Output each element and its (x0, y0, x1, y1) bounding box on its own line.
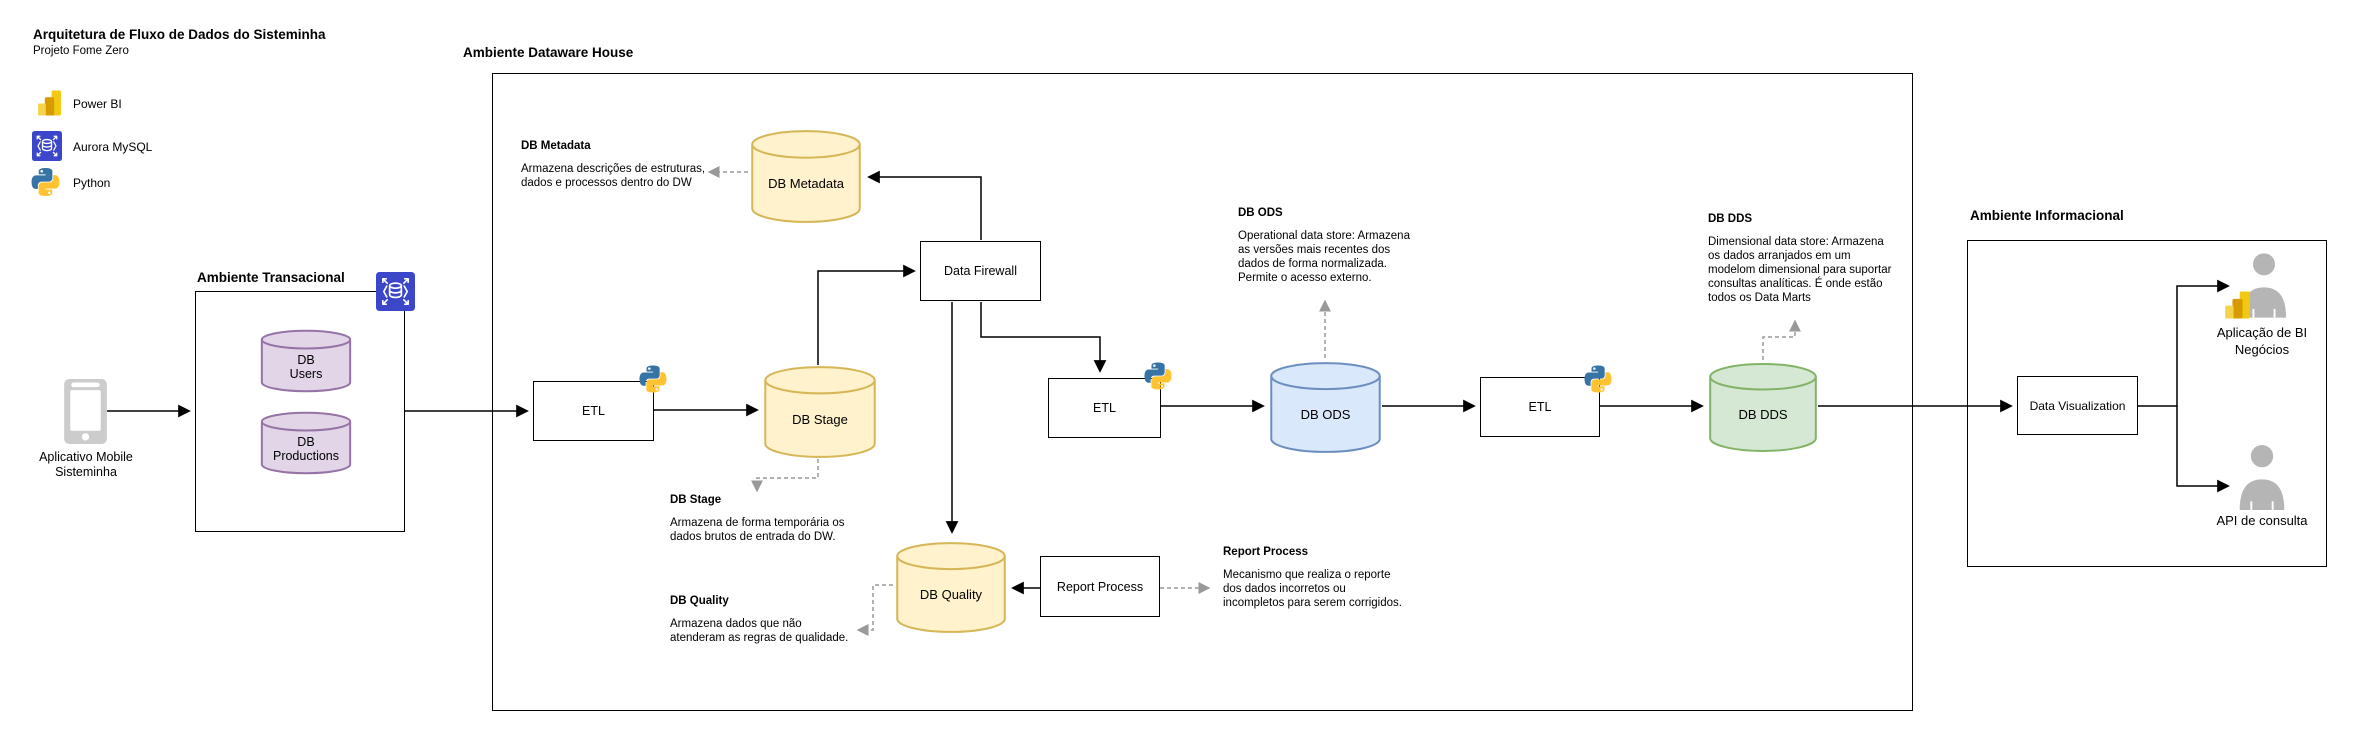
etl-2-label: ETL (1093, 401, 1116, 415)
db-quality-cylinder: DB Quality (895, 542, 1007, 633)
db-metadata-note-title: DB Metadata (521, 140, 591, 152)
db-stage-note-body: Armazena de forma temporária os dados br… (670, 517, 845, 543)
python-icon (30, 166, 61, 198)
db-metadata-note: DB Metadata Armazena descrições de estru… (521, 139, 716, 190)
db-quality-note-title: DB Quality (670, 595, 729, 607)
etl-2-box: ETL (1048, 378, 1161, 438)
db-users-label: DB Users (289, 352, 323, 381)
python-icon-etl2 (1143, 360, 1173, 392)
api-user-icon (2237, 444, 2287, 510)
legend-label-powerbi: Power BI (73, 97, 122, 111)
api-label: API de consulta (2216, 513, 2308, 528)
report-process-note-body: Mecanismo que realiza o reporte dos dado… (1223, 569, 1402, 609)
transacional-frame (195, 291, 405, 532)
section-label-informacional: Ambiente Informacional (1970, 208, 2124, 223)
db-dds-note-body: Dimensional data store: Armazena os dado… (1708, 236, 1892, 304)
etl-1-label: ETL (582, 404, 605, 418)
db-dds-cylinder: DB DDS (1708, 363, 1818, 452)
db-dds-note: DB DDS Dimensional data store: Armazena … (1708, 212, 1903, 305)
python-icon-etl3 (1583, 363, 1613, 395)
data-firewall-label: Data Firewall (944, 264, 1017, 278)
dataware-frame (492, 73, 1913, 711)
legend-label-aurora: Aurora MySQL (73, 140, 153, 154)
bi-user-icon (2240, 250, 2288, 320)
db-productions-cylinder: DB Productions (260, 412, 352, 474)
bi-app-label: Aplicação de BI Negócios (2216, 325, 2308, 357)
db-ods-cylinder: DB ODS (1269, 362, 1382, 453)
db-stage-cylinder: DB Stage (763, 366, 877, 458)
aurora-mysql-corner-icon (376, 272, 415, 311)
section-label-dataware: Ambiente Dataware House (463, 45, 634, 60)
db-metadata-label: DB Metadata (768, 176, 844, 192)
report-process-box: Report Process (1040, 556, 1160, 617)
db-stage-note: DB Stage Armazena de forma temporária os… (670, 493, 860, 544)
data-firewall-box: Data Firewall (920, 241, 1041, 301)
report-process-label: Report Process (1056, 579, 1144, 594)
report-process-note: Report Process Mecanismo que realiza o r… (1223, 545, 1438, 610)
db-productions-label: DB Productions (272, 434, 339, 463)
db-ods-note: DB ODS Operational data store: Armazena … (1238, 206, 1428, 285)
page-subtitle: Projeto Fome Zero (33, 45, 129, 57)
report-process-note-title: Report Process (1223, 546, 1309, 558)
etl-3-label: ETL (1528, 400, 1552, 414)
db-quality-note-body: Armazena dados que não atenderam as regr… (670, 618, 849, 644)
mobile-phone-icon (64, 379, 107, 444)
db-users-cylinder: DB Users (260, 330, 352, 392)
data-visualization-label: Data Visualization (2029, 398, 2126, 413)
db-ods-note-body: Operational data store: Armazena as vers… (1238, 230, 1410, 284)
db-metadata-cylinder: DB Metadata (750, 130, 862, 223)
etl-1-box: ETL (533, 381, 654, 441)
db-stage-label: DB Stage (792, 411, 848, 427)
page-title: Arquitetura de Fluxo de Dados do Sistemi… (33, 27, 326, 42)
section-label-transacional: Ambiente Transacional (197, 270, 345, 285)
db-quality-note: DB Quality Armazena dados que não atende… (670, 594, 875, 645)
powerbi-overlay-icon (2224, 288, 2251, 322)
powerbi-icon (37, 89, 62, 117)
db-ods-note-title: DB ODS (1238, 207, 1283, 219)
mobile-app-label: Aplicativo Mobile Sisteminha (39, 450, 133, 479)
python-icon-etl1 (638, 363, 668, 395)
db-metadata-note-body: Armazena descrições de estruturas, dados… (521, 163, 706, 189)
legend-label-python: Python (73, 176, 111, 190)
db-dds-note-title: DB DDS (1708, 213, 1753, 225)
etl-3-box: ETL (1480, 377, 1600, 437)
db-ods-label: DB ODS (1300, 407, 1351, 423)
informacional-frame (1967, 240, 2327, 567)
db-quality-label: DB Quality (919, 587, 983, 603)
data-visualization-box: Data Visualization (2017, 376, 2138, 435)
aurora-mysql-icon (32, 131, 62, 161)
db-dds-label: DB DDS (1738, 407, 1788, 423)
db-stage-note-title: DB Stage (670, 494, 722, 506)
